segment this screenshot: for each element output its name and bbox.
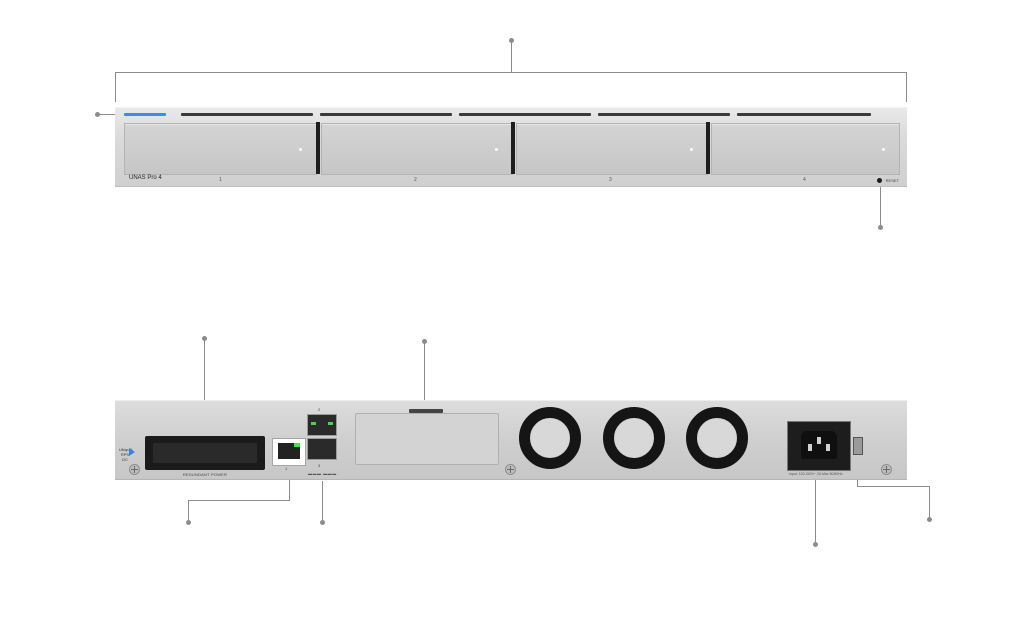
front-panel: UNAS Pro 4 1 2 3 4 RESET	[115, 107, 907, 187]
fan-icon	[519, 407, 581, 469]
bay-divider	[511, 122, 515, 174]
fan-icon	[603, 407, 665, 469]
rear-panel: Ubiquiti RPS DC REDUNDANT POWER 1 2 3 ▬▬…	[115, 400, 907, 480]
bay-3-led	[459, 113, 591, 116]
sfp-port-number-top: 2	[318, 407, 321, 412]
reset-button[interactable]	[877, 178, 882, 183]
expansion-tab	[409, 409, 443, 413]
screw-icon	[505, 464, 516, 475]
drive-bay-3[interactable]	[516, 123, 708, 175]
bay-release-dot	[690, 148, 693, 151]
rps-pins	[153, 443, 257, 463]
rj45-jack	[278, 443, 300, 459]
screw-icon	[881, 464, 892, 475]
bay-number-1: 1	[219, 177, 222, 183]
rj45-port[interactable]	[272, 438, 306, 466]
drive-bay-2[interactable]	[321, 123, 513, 175]
bay-number-3: 3	[609, 177, 612, 183]
rj45-port-number: 1	[285, 466, 288, 471]
bay-1-led	[181, 113, 313, 116]
sfp-port-top[interactable]	[307, 414, 337, 436]
rps-port-label: REDUNDANT POWER	[182, 472, 228, 477]
expansion-slot-cover	[355, 413, 499, 465]
bay-divider	[316, 122, 320, 174]
power-socket	[801, 431, 837, 459]
power-inlet[interactable]	[787, 421, 851, 471]
bay-divider	[706, 122, 710, 174]
sfp-led	[328, 422, 333, 425]
fan-icon	[686, 407, 748, 469]
sfp-port-bottom[interactable]	[307, 438, 337, 460]
power-rating-label: Input: 100-240V~ 2A Max 50/60Hz	[789, 472, 843, 476]
model-label: UNAS Pro 4	[129, 175, 162, 181]
arrow-right-icon	[129, 448, 135, 456]
bay-2-led	[320, 113, 452, 116]
screw-icon	[129, 464, 140, 475]
bay-release-dot	[882, 148, 885, 151]
reset-label: RESET	[885, 178, 899, 183]
bay-release-dot	[495, 148, 498, 151]
drive-bay-4[interactable]	[711, 123, 900, 175]
rps-port[interactable]	[145, 436, 265, 470]
power-pin	[817, 437, 821, 444]
bay-number-2: 2	[414, 177, 417, 183]
status-led	[124, 113, 166, 116]
power-pin	[826, 444, 830, 451]
bay-4-led	[598, 113, 730, 116]
bay-extra-led	[737, 113, 871, 116]
sfp-label-marks: ▬▬▬ ▬▬▬	[308, 471, 337, 476]
power-pin	[808, 444, 812, 451]
sfp-led	[311, 422, 316, 425]
drive-bay-1[interactable]	[124, 123, 317, 175]
link-led	[294, 443, 300, 447]
rps-label: Ubiquiti RPS DC	[119, 447, 133, 462]
sfp-port-number-bottom: 3	[318, 463, 321, 468]
power-switch[interactable]	[853, 437, 863, 455]
bay-number-4: 4	[803, 177, 806, 183]
bay-release-dot	[299, 148, 302, 151]
